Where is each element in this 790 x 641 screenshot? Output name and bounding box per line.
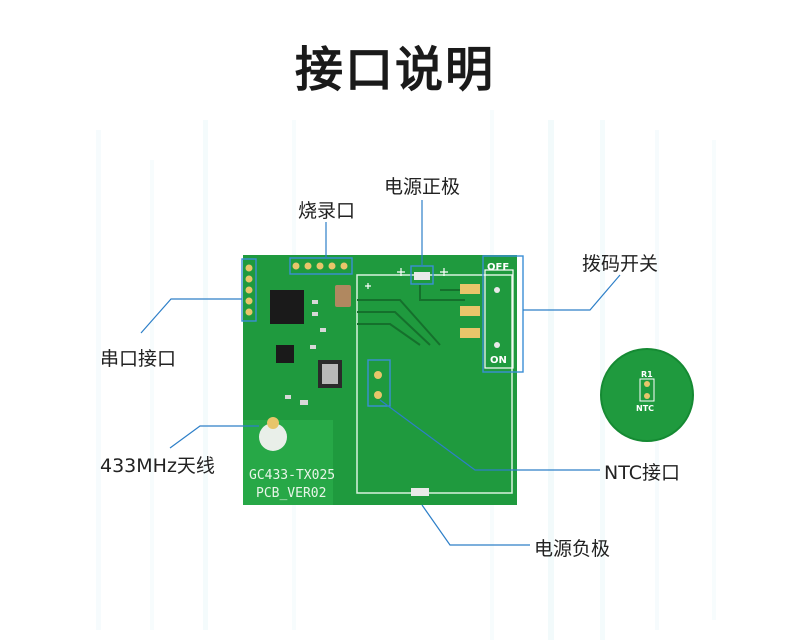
switch-on-text: ON <box>490 355 507 366</box>
callout-lines <box>140 200 621 546</box>
ntc-inset <box>600 348 694 442</box>
label-burn-port: 烧录口 <box>298 200 356 222</box>
label-power-negative: 电源负极 <box>534 538 611 560</box>
label-dip-switch: 拨码开关 <box>582 253 659 275</box>
pcb-version-text: PCB_VER02 <box>256 486 327 501</box>
highlight-boxes <box>241 255 524 407</box>
pcb-model-text: GC433-TX025 <box>249 468 336 483</box>
page-title: 接口说明 <box>294 42 495 98</box>
label-antenna: 433MHz天线 <box>100 455 215 477</box>
inset-r1-text: R1 <box>641 370 653 379</box>
pcb-board <box>243 255 517 505</box>
label-ntc-port: NTC接口 <box>604 462 680 484</box>
label-serial-port: 串口接口 <box>100 348 177 370</box>
switch-off-text: OFF <box>487 262 510 273</box>
inset-ntc-text: NTC <box>636 404 655 413</box>
label-power-positive: 电源正极 <box>384 176 461 198</box>
